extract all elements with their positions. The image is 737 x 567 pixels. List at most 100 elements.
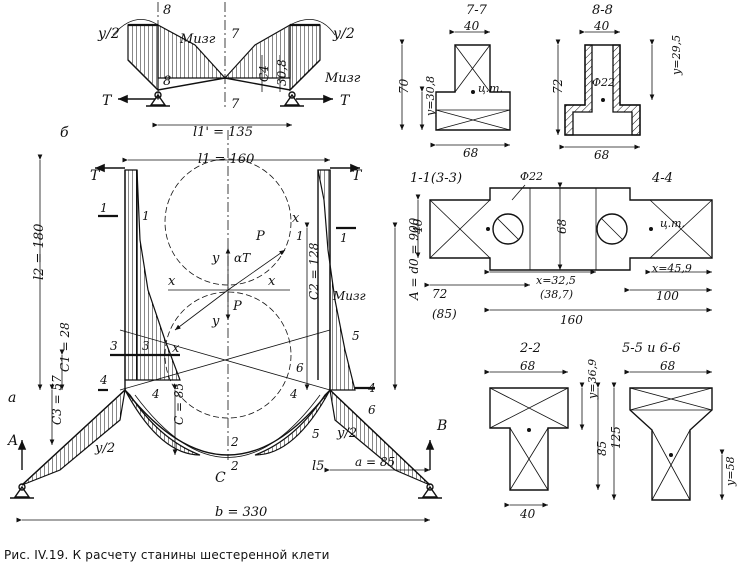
main-frame-diagram: б l1 = 160 T [6, 125, 447, 523]
label-point-C: C [215, 470, 226, 486]
section-2-2-title: 2-2 [519, 341, 541, 356]
label-x-3: x [172, 341, 180, 356]
section-7-7-height: 70 [397, 78, 411, 94]
label-m-izg: Mизг [332, 289, 366, 303]
dim-c: C = 85 [172, 383, 186, 425]
section-7-7-width-bottom: 68 [463, 146, 479, 160]
section-1-1-dim-85: (85) [432, 307, 457, 321]
dim-a: a = 85 [355, 455, 395, 469]
top-label-l1-prime: l1' = 135 [193, 125, 253, 140]
label-force-P-top: P [255, 229, 265, 244]
top-label-7-upper: 7 [231, 27, 240, 42]
section-7-7: 7-7 40 ц.т. 70 у=30,8 68 [397, 3, 511, 160]
section-8-8-title: 8-8 [592, 3, 613, 18]
label-axis-y2: y [211, 314, 220, 329]
label-b: б [60, 125, 69, 141]
section-2-2-width-bottom: 40 [519, 507, 536, 521]
mark-1-a: 1 [100, 201, 108, 215]
mark-4-d: 4 [367, 381, 376, 395]
dim-c3: C3 = 57 [50, 375, 64, 425]
section-4-4-ct: ц.т. [660, 217, 685, 230]
dim-c2: C2 = 128 [307, 242, 321, 300]
mark-3-b: 3 [142, 339, 150, 353]
figure-caption: Рис. IV.19. К расчету станины шестеренно… [4, 548, 330, 562]
section-7-7-ct: ц.т. [478, 82, 503, 95]
section-8-8-height: 72 [551, 79, 565, 94]
section-5-6-y: у=58 [724, 456, 737, 487]
label-force-P-center: P [232, 299, 242, 314]
section-1-1-xb: (38,7) [540, 288, 573, 301]
section-1-1-and-4-4: 1-1(3-3) 4-4 Φ22 ц.т. 40 68 72 (85) x=32… [410, 170, 713, 327]
section-2-2-height: 85 [595, 441, 609, 456]
section-5-6-height: 125 [609, 426, 623, 449]
mark-5-b: 5 [312, 427, 320, 441]
section-1-1-hole: Φ22 [520, 170, 543, 183]
top-label-y-half-left: у/2 [97, 26, 120, 42]
top-label-T-left: T [102, 93, 113, 109]
section-1-1-height: 40 [411, 218, 425, 235]
label-support-B: B [436, 418, 447, 434]
section-1-1-title: 1-1(3-3) [410, 171, 462, 186]
dim-l1: l1 = 160 [198, 152, 254, 167]
section-2-2: 2-2 68 у=36,9 85 40 [484, 341, 609, 521]
top-label-7-lower: 7 [231, 97, 240, 112]
label-axis-x1: x [168, 274, 176, 289]
mark-4-a: 4 [99, 373, 108, 387]
section-5-6-title: 5-5 и 6-6 [622, 341, 681, 356]
section-4-4-title: 4-4 [651, 171, 673, 186]
section-7-7-title: 7-7 [466, 3, 488, 18]
label-support-A: A [6, 433, 18, 449]
section-5-5-6-6: 5-5 и 6-6 68 125 у=58 [609, 341, 737, 501]
section-8-8: 8-8 40 Φ22 72 у=29,5 68 [551, 3, 683, 162]
mark-2-a: 2 [230, 435, 239, 449]
top-label-T-right: T [340, 93, 351, 109]
top-label-m-izg-left: Mизг [179, 32, 216, 47]
section-4-4-x: x=45,9 [652, 262, 692, 275]
section-8-8-width-top: 40 [593, 19, 610, 33]
label-axis-x2: x [268, 274, 276, 289]
section-1-1-width-mid: 68 [555, 218, 569, 234]
label-point-a: a [8, 390, 16, 406]
top-label-m-izg-right: Mизг [324, 71, 361, 86]
mark-2-b: 2 [230, 459, 239, 473]
force-T-right: T [352, 168, 363, 184]
mark-6-a: 6 [296, 361, 304, 375]
mark-5-a: 5 [352, 329, 360, 343]
mark-4-c: 4 [289, 387, 298, 401]
section-7-7-width-top: 40 [463, 19, 480, 33]
section-8-8-hole: Φ22 [592, 76, 615, 89]
section-1-1-x: x=32,5 [536, 274, 576, 287]
top-label-c4: С4 [257, 65, 271, 82]
section-8-8-y: у=29,5 [670, 35, 683, 76]
section-8-8-width-bottom: 68 [594, 148, 610, 162]
dim-c1: C1 = 28 [58, 322, 72, 372]
section-1-1-dim-160: 160 [560, 313, 583, 327]
label-y-half-left: у/2 [94, 441, 115, 456]
section-7-7-y: у=30,8 [424, 76, 437, 117]
label-y-half-right: у/2 [336, 426, 357, 441]
top-label-30-8: 30,8 [275, 59, 289, 86]
mark-1-c: 1 [296, 229, 304, 243]
mark-1-b: 1 [142, 209, 150, 223]
section-4-4-dim-100: 100 [656, 289, 679, 303]
mark-4-b: 4 [151, 387, 160, 401]
top-label-y-half-right: у/2 [332, 26, 355, 42]
section-2-2-width-top: 68 [520, 359, 536, 373]
label-alpha-T: αT [234, 251, 251, 265]
mark-3-a: 3 [110, 339, 118, 353]
top-label-8-upper: 8 [163, 3, 171, 18]
mark-1-d: 1 [340, 231, 348, 245]
label-axis-y1: y [211, 251, 220, 266]
force-T-left: T [90, 168, 101, 184]
label-l5: l5 [312, 459, 324, 474]
top-moment-diagram: у/2 8 Mизг 7 у/2 Mизг 8 С4 30,8 7 T T l1… [97, 2, 361, 140]
label-x-1: x [292, 211, 300, 226]
section-1-1-dim-72: 72 [432, 287, 447, 301]
dim-b: b = 330 [215, 505, 267, 520]
top-label-8-lower: 8 [163, 74, 171, 89]
dim-l2: l2 = 180 [32, 224, 47, 280]
section-5-6-width-top: 68 [660, 359, 676, 373]
section-2-2-y: у=36,9 [586, 359, 599, 400]
mark-6-b: 6 [368, 403, 376, 417]
